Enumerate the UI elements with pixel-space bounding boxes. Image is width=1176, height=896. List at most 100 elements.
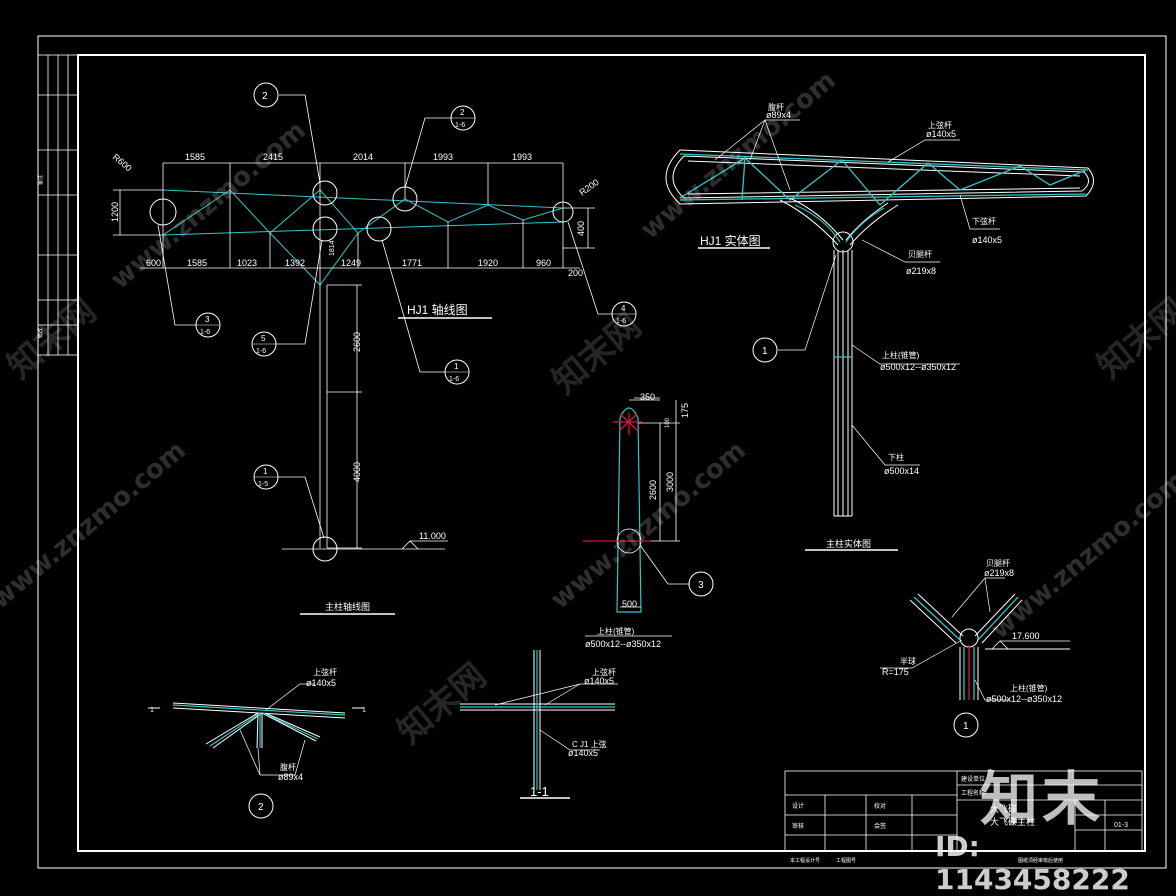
solid-spec-upper: ø500x12--ø350x12	[880, 362, 956, 372]
column-dim-2: 4000	[352, 462, 362, 482]
solid-label-leg: 贝腿杆	[908, 249, 932, 259]
svg-text:知末网: 知末网	[545, 306, 649, 402]
solid-label-lower: 下柱	[888, 452, 904, 462]
svg-text:知末网: 知末网	[1090, 291, 1176, 387]
bottom-dim-6: 1771	[402, 258, 422, 268]
small-dim: 1814	[329, 240, 336, 256]
left-height-dim: 1200	[110, 202, 120, 222]
detail-dim-100: 100	[665, 417, 671, 428]
tb-project-name: 大飞碟	[990, 803, 1017, 814]
column-base-circle	[312, 536, 338, 562]
callout-1-1-6: 1 1-6	[444, 359, 470, 385]
top-dim-2: 2415	[263, 152, 283, 162]
tb-header-1: 建设单位	[961, 775, 985, 783]
section-title: 1-1	[530, 784, 549, 799]
detail-spec-name: 上柱(锥管)	[597, 626, 635, 636]
tb-row-label-1: 设计	[792, 802, 804, 810]
tb-header-2: 工程名称	[961, 789, 985, 797]
solid-label-upper: 上柱(锥管)	[882, 350, 920, 360]
solid-diagram-title: HJ1 实体图	[700, 233, 761, 248]
detail1-spec-leg: ø219x8	[984, 568, 1014, 578]
detail1-label-upper: 上柱(锥管)	[1010, 683, 1048, 693]
bottom-dim-9: 200	[568, 268, 583, 278]
svg-text:1: 1	[454, 362, 459, 371]
callout-5-1-6: 5 1-6	[251, 331, 277, 357]
svg-text:www.znzmo.com: www.znzmo.com	[545, 435, 751, 615]
axis-diagram-title: HJ1 轴线图	[407, 302, 468, 317]
detail1-elevation: 17.600	[1012, 631, 1040, 641]
detail-dim-175: 175	[680, 403, 690, 418]
bottom-dim-2: 1585	[187, 258, 207, 268]
svg-text:1: 1	[963, 721, 969, 732]
strip-label-1: 备注	[37, 175, 44, 185]
callout-2-1-6: 2 1-6	[450, 105, 476, 131]
top-dim-4: 1993	[433, 152, 453, 162]
svg-text:1: 1	[762, 346, 768, 357]
detail1-callout: 1	[953, 712, 979, 738]
tb-row-label-2: 审核	[792, 822, 804, 830]
svg-text:知末网: 知末网	[0, 291, 104, 387]
tb-footer-right: 图纸须经审核后使用	[1018, 857, 1063, 864]
tb-mid-label-1: 校对	[874, 802, 886, 810]
solid-label-top: 上弦杆	[928, 120, 952, 130]
detail-callout-3: 3	[688, 571, 714, 597]
outer-frame	[37, 35, 1167, 869]
detail1-spec-hemi: R=175	[882, 667, 909, 677]
bottom-dim-1: 600	[146, 258, 161, 268]
section-spec1: ø140x5	[584, 676, 614, 686]
callout-1-1-5: 1 1-5	[253, 464, 279, 490]
detail2-web-spec: ø89x4	[278, 772, 303, 782]
solid-spec-leg: ø219x8	[906, 266, 936, 276]
solid-callout-1: 1	[752, 337, 778, 363]
bottom-dim-7: 1920	[478, 258, 498, 268]
detail-1: 17.600 贝腿杆 ø219x8 半球 R=175 上柱(锥管) ø500x1…	[880, 558, 1070, 738]
detail-dim-3000: 3000	[665, 472, 675, 492]
solid-spec-bottom: ø140x5	[972, 235, 1002, 245]
svg-text:www.znzmo.com: www.znzmo.com	[985, 465, 1176, 645]
svg-text:4: 4	[621, 304, 626, 313]
solid-label-web: 腹杆	[768, 102, 784, 112]
detail2-top-label: 上弦杆	[313, 667, 337, 677]
detail-dim-350: 350	[640, 392, 655, 402]
tb-mid-label-2: 会签	[874, 822, 886, 830]
tb-drawing-name: 大飞碟主柱	[990, 816, 1035, 827]
detail1-label-hemi: 半球	[900, 656, 916, 666]
title-block	[784, 770, 1143, 852]
solid-spec-lower: ø500x14	[884, 466, 919, 476]
tb-drawing-no: 01-3	[1114, 822, 1128, 829]
section-label2: C J1 上弦	[572, 739, 607, 749]
right-height-dim: 400	[576, 221, 586, 236]
radius-left: R600	[111, 152, 134, 173]
bottom-dim-4: 1392	[285, 258, 305, 268]
svg-text:3: 3	[698, 580, 704, 591]
tb-footer-left: 本工程设计号	[790, 857, 820, 864]
left-end-circle	[149, 198, 177, 226]
radius-right: R200	[577, 177, 600, 198]
node-circle-a	[312, 180, 338, 206]
detail2-top-spec: ø140x5	[306, 678, 336, 688]
watermark-logo: 知末	[980, 765, 1105, 833]
svg-text:1-6: 1-6	[449, 376, 459, 383]
svg-text:1-5: 1-5	[258, 481, 268, 488]
svg-text:1-6: 1-6	[616, 318, 626, 325]
svg-text:3: 3	[205, 315, 210, 324]
svg-text:1: 1	[263, 467, 268, 476]
detail-2: 1 1 上弦杆 ø140x5 腹杆 ø89x4 2	[148, 667, 366, 819]
svg-text:1-6: 1-6	[200, 329, 210, 336]
detail2-callout: 2	[248, 793, 274, 819]
detail2-section-mark-left: 1	[150, 707, 154, 714]
strip-label-2: 修改	[37, 328, 44, 338]
solid-label-bottom: 下弦杆	[972, 216, 996, 226]
detail1-spec-upper: ø500x12--ø350x12	[986, 694, 1062, 704]
solid-column-title: 主柱实体图	[826, 538, 871, 549]
callout-2: 2	[253, 82, 279, 108]
tb-footer-mid: 工程图号	[836, 857, 856, 864]
axis-diagram: 11.000 1585 2415 2014 1993 1993 600 1585…	[110, 82, 637, 615]
column-detail: 350 175 100 2600 3000 500 上柱(锥管) ø500x12…	[583, 392, 714, 649]
detail1-label-leg: 贝腿杆	[986, 558, 1010, 568]
node-circle-d	[366, 216, 392, 242]
detail-dim-500: 500	[622, 599, 637, 609]
bottom-dim-5: 1249	[341, 258, 361, 268]
svg-text:2: 2	[262, 91, 268, 102]
